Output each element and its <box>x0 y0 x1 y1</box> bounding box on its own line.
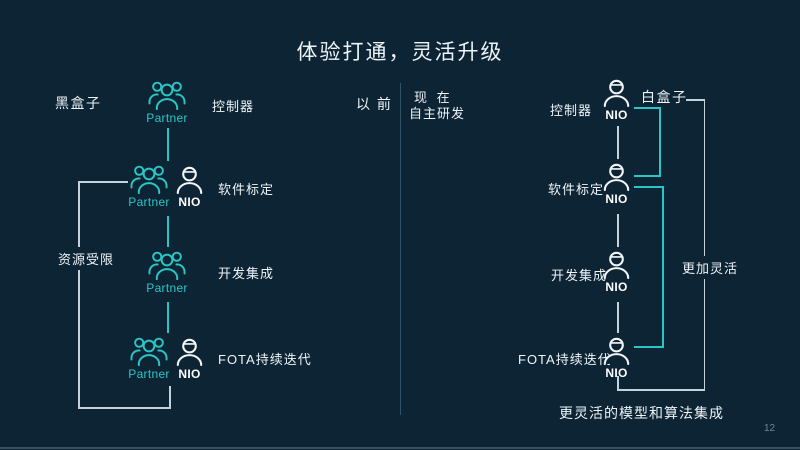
nio-person-icon <box>176 337 203 366</box>
era-now-line1: 现 在 <box>414 90 453 105</box>
right-row2-label: 软件标定 <box>548 182 605 197</box>
bracket-line <box>169 386 171 408</box>
nio-person-icon <box>603 162 630 191</box>
bracket-line <box>617 389 705 391</box>
nio-unit-r3: NIO <box>603 250 630 294</box>
nio-person-icon <box>603 78 630 107</box>
nio-person-icon <box>176 165 203 194</box>
bracket-line <box>78 181 80 408</box>
flexibility-label: 更加灵活 <box>678 256 743 279</box>
bottom-note: 更灵活的模型和算法集成 <box>559 405 724 421</box>
left-row2-label: 软件标定 <box>218 182 275 197</box>
connector-line <box>617 126 619 159</box>
nio-unit-row2: NIO <box>176 165 203 209</box>
era-now-label: 现 在 自主研发 <box>409 90 465 122</box>
nio-person-icon <box>603 250 630 279</box>
page-title: 体验打通，灵活升级 <box>296 41 504 64</box>
left-row1-label: 控制器 <box>212 99 255 114</box>
right-row4-label: FOTA持续迭代 <box>518 352 612 367</box>
bracket-line <box>617 376 619 390</box>
constraint-label: 资源受限 <box>54 247 119 270</box>
partner-caption: Partner <box>146 111 188 125</box>
black-box-label: 黑盒子 <box>55 95 102 111</box>
nio-caption: NIO <box>605 366 628 380</box>
nio-caption: NIO <box>605 280 628 294</box>
partner-group-icon <box>128 335 170 366</box>
connector-line <box>167 128 169 161</box>
connector-line <box>167 302 169 333</box>
nio-caption: NIO <box>178 195 201 209</box>
nio-person-icon <box>603 336 630 365</box>
bottom-edge-strip <box>0 447 800 449</box>
nio-caption: NIO <box>605 192 628 206</box>
bracket-line <box>686 99 705 101</box>
page-number: 12 <box>764 423 776 434</box>
right-row3-label: 开发集成 <box>551 268 608 283</box>
left-row4-label: FOTA持续迭代 <box>218 352 312 367</box>
partner-unit-row4: Partner <box>128 335 170 381</box>
nio-unit-row4: NIO <box>176 337 203 381</box>
era-now-line2: 自主研发 <box>409 106 466 121</box>
connector-line <box>617 214 619 247</box>
partner-caption: Partner <box>128 195 170 209</box>
partner-unit-row1: Partner <box>146 79 188 125</box>
feedback-bracket-1 <box>634 107 661 177</box>
left-row3-label: 开发集成 <box>218 266 275 281</box>
bracket-line <box>78 407 171 409</box>
bracket-line <box>703 99 705 390</box>
nio-caption: NIO <box>605 108 628 122</box>
connector-line <box>617 302 619 333</box>
feedback-bracket-2 <box>634 186 664 348</box>
partner-caption: Partner <box>128 367 170 381</box>
partner-unit-row2: Partner <box>128 163 170 209</box>
nio-unit-r2: NIO <box>603 162 630 206</box>
nio-caption: NIO <box>178 367 201 381</box>
connector-line <box>167 216 169 247</box>
nio-unit-r4: NIO <box>603 336 630 380</box>
white-box-label: 白盒子 <box>641 89 688 105</box>
right-row1-label: 控制器 <box>550 103 593 118</box>
partner-group-icon <box>128 163 170 194</box>
section-divider <box>400 83 401 415</box>
bracket-line <box>78 181 128 183</box>
partner-group-icon <box>146 249 188 280</box>
nio-unit-r1: NIO <box>603 78 630 122</box>
era-before-label: 以 前 <box>356 96 393 112</box>
partner-caption: Partner <box>146 281 188 295</box>
partner-unit-row3: Partner <box>146 249 188 295</box>
partner-group-icon <box>146 79 188 110</box>
